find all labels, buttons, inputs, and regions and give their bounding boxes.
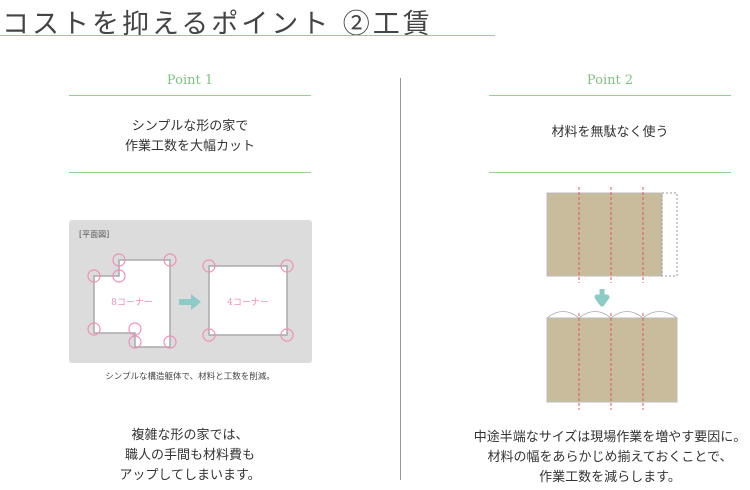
corner-markers bbox=[87, 253, 177, 349]
body-line: 作業工数を減らします。 bbox=[539, 470, 681, 485]
body-line: 材料の幅をあらかじめ揃えておくことで、 bbox=[487, 450, 733, 465]
plan-label: [平面図] bbox=[79, 230, 109, 239]
cut-lines bbox=[578, 187, 644, 410]
point-2-body: 中途半端なサイズは現場作業を増やす要因に。 材料の幅をあらかじめ揃えておくことで… bbox=[450, 428, 750, 488]
point-2-heading: 材料を無駄なく使う bbox=[551, 125, 669, 140]
point-1-label: Point 1 bbox=[166, 73, 214, 88]
heading-line: 作業工数を大幅カット bbox=[124, 139, 255, 154]
body-line: 中途半端なサイズは現場作業を増やす要因に。 bbox=[473, 430, 747, 445]
divider-line bbox=[489, 95, 731, 96]
title-underline bbox=[0, 35, 495, 36]
divider-line bbox=[69, 172, 311, 173]
width-arcs bbox=[546, 311, 678, 319]
body-line: 複雑な形の家では、 bbox=[131, 428, 249, 443]
before-label: 8コーナー bbox=[111, 297, 153, 308]
heading-line: シンプルな形の家で bbox=[131, 119, 249, 134]
body-line: 職人の手間も材料費も bbox=[124, 448, 255, 463]
page-title: コストを抑えるポイント ②工賃 bbox=[2, 9, 433, 40]
point-2-label: Point 2 bbox=[586, 73, 634, 88]
after-label: 4コーナー bbox=[227, 297, 269, 308]
body-line: アップしてしまいます。 bbox=[119, 468, 261, 483]
arrow-right-icon bbox=[179, 294, 201, 310]
floor-plan-diagram: [平面図] 8コーナー 4コーナー bbox=[69, 220, 312, 363]
divider-line bbox=[69, 95, 311, 96]
diagram-caption: シンプルな構造躯体で、材料と工数を削減。 bbox=[105, 372, 275, 382]
divider-line bbox=[489, 172, 731, 173]
column-divider bbox=[400, 78, 401, 480]
arrow-down-icon bbox=[594, 289, 610, 307]
point-1-body: 複雑な形の家では、 職人の手間も材料費も アップしてしまいます。 bbox=[69, 426, 311, 486]
material-diagram bbox=[546, 187, 678, 410]
point-1-heading: シンプルな形の家で 作業工数を大幅カット bbox=[69, 117, 311, 157]
